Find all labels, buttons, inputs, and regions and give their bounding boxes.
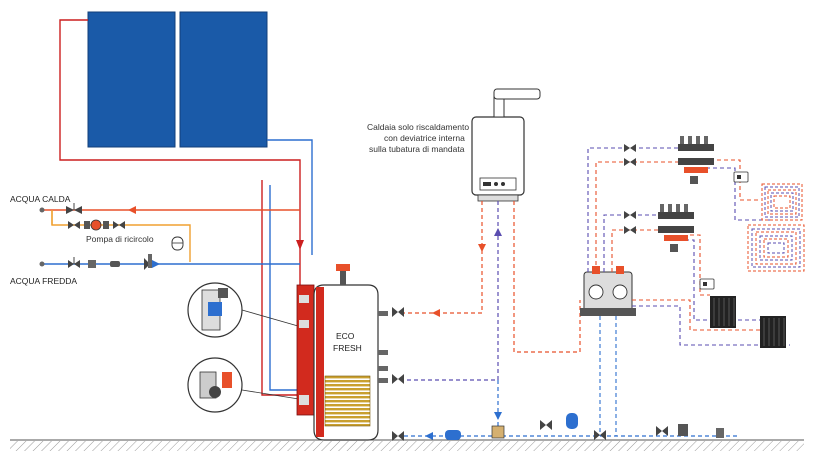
recirculation-pump xyxy=(84,219,109,231)
recirc-pump-label: Pompa di ricircolo xyxy=(86,234,154,244)
hot-line-valve-2 xyxy=(68,221,80,229)
expansion-vessel-small xyxy=(171,236,184,251)
boiler-label-2: con deviatrice interna xyxy=(384,133,465,143)
solar-panels xyxy=(87,11,268,148)
underfloor-loop-lower xyxy=(747,224,805,272)
boiler-pipes xyxy=(404,201,581,381)
solar-station xyxy=(296,284,315,416)
hot-water-line xyxy=(39,203,300,262)
storage-tank: ECO FRESH xyxy=(313,264,379,441)
tank-label-line1: ECO xyxy=(336,331,355,341)
manifold-upper xyxy=(678,136,714,184)
boiler xyxy=(471,88,541,202)
zoom-detail-bottom xyxy=(187,357,306,413)
tank-valve-2 xyxy=(392,374,404,384)
solar-panel-right xyxy=(179,11,268,148)
hot-line-valve-1 xyxy=(66,203,82,214)
cold-water-line xyxy=(39,236,300,270)
tank-connections xyxy=(378,307,404,441)
hot-line-valve-3 xyxy=(113,221,125,229)
return-line-bottom xyxy=(404,380,740,440)
solar-panel-left xyxy=(87,11,176,148)
tank-valve-1 xyxy=(392,307,404,317)
tank-label-line2: FRESH xyxy=(333,343,362,353)
manifold-lower xyxy=(658,204,694,252)
boiler-label-3: sulla tubatura di mandata xyxy=(369,144,465,154)
heating-pipes xyxy=(587,147,790,436)
cold-line-valve-1 xyxy=(68,257,80,268)
boiler-label-1: Caldaia solo riscaldamento xyxy=(367,122,469,132)
tank-valve-3 xyxy=(392,431,404,441)
radiator-2 xyxy=(760,316,786,348)
manifold-valves xyxy=(624,144,636,234)
hot-water-label: ACQUA CALDA xyxy=(10,194,71,204)
expansion-vessel-bottom xyxy=(445,430,461,440)
ground xyxy=(10,439,804,451)
thermostat-upper xyxy=(733,171,749,183)
radiator-1 xyxy=(710,296,736,328)
tank-coil xyxy=(324,375,371,427)
cold-line-valve-2 xyxy=(144,254,152,270)
thermostat-lower xyxy=(699,278,715,290)
expansion-vessel-heating xyxy=(566,413,578,429)
zoom-detail-top xyxy=(187,282,306,338)
underfloor-loop-upper xyxy=(761,183,803,221)
mixing-station xyxy=(580,266,636,316)
cold-water-label: ACQUA FREDDA xyxy=(10,276,77,286)
